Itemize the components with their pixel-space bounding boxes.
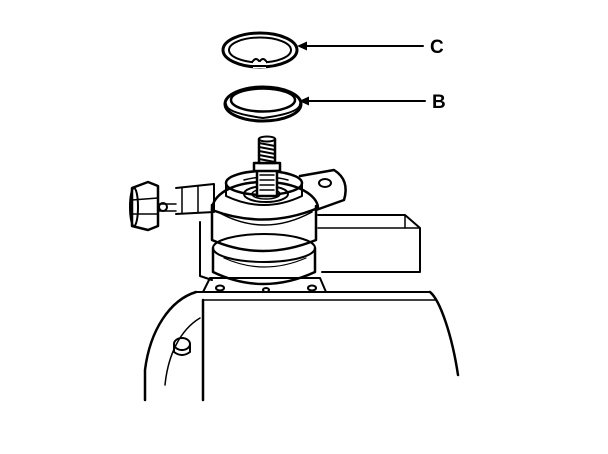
callout-label-b: B — [432, 92, 446, 113]
callout-leader-b — [299, 96, 426, 106]
seal-ring-b — [223, 85, 303, 123]
pump-body-drum — [211, 233, 317, 286]
engine-block — [143, 290, 460, 402]
mounting-flange — [202, 277, 327, 293]
threaded-plunger — [252, 135, 282, 198]
snap-ring-c — [221, 31, 299, 69]
side-bracket — [317, 214, 421, 273]
block-bolt — [173, 337, 191, 356]
side-fuel-fitting — [129, 180, 215, 232]
flange-ear — [298, 168, 347, 212]
pump-body-upper — [199, 180, 320, 281]
callout-label-c: C — [430, 37, 444, 58]
callout-leader-c — [297, 41, 424, 51]
